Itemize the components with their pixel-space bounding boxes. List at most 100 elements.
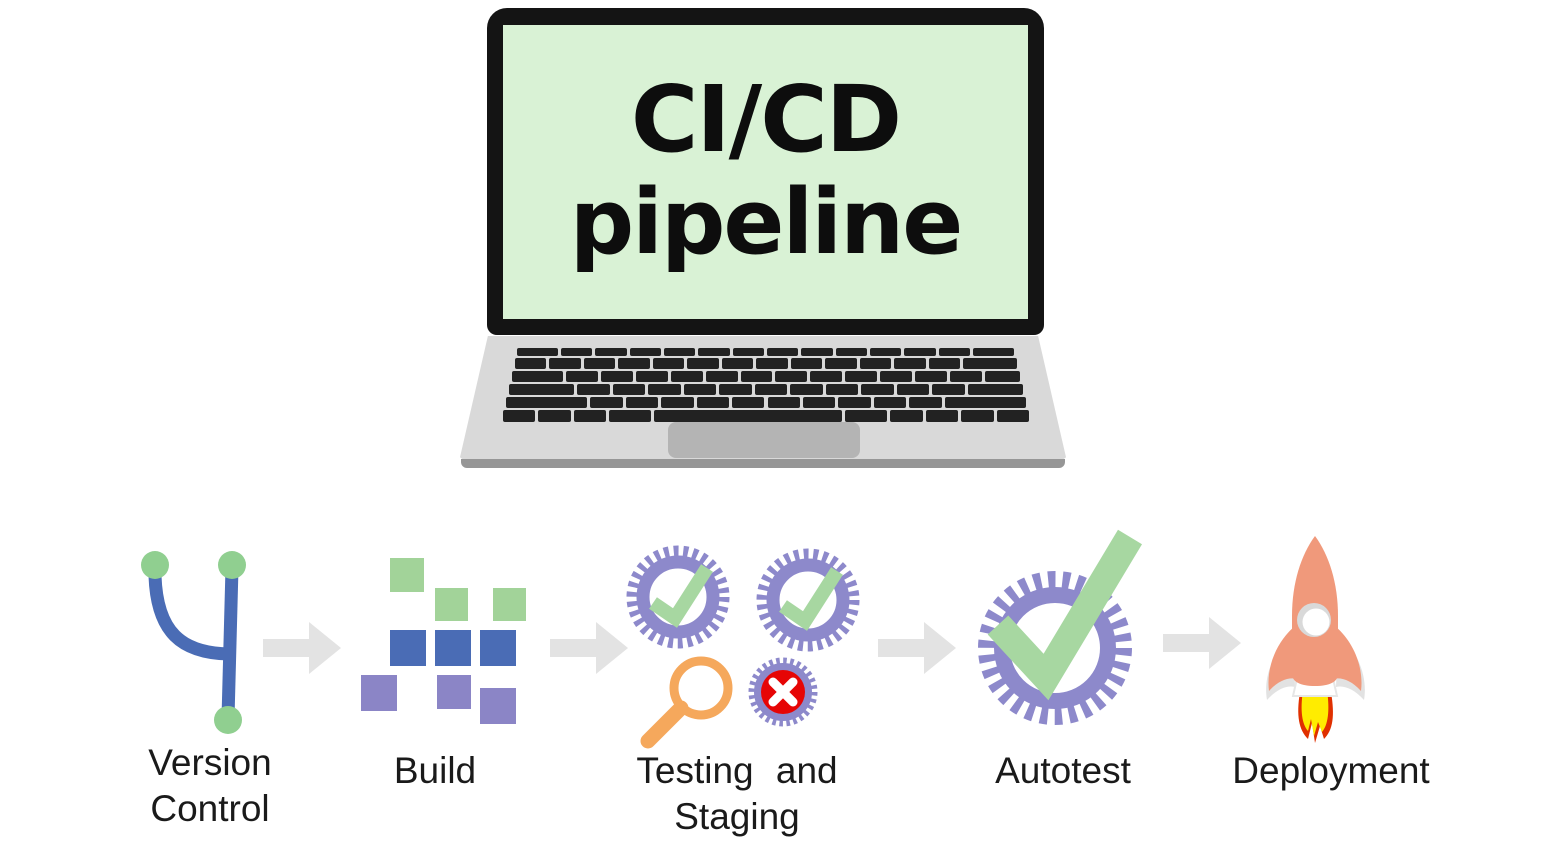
keyboard-key bbox=[573, 410, 607, 422]
build-block bbox=[390, 558, 424, 592]
build-block bbox=[435, 630, 471, 666]
laptop-trackpad bbox=[668, 422, 860, 458]
keyboard-key bbox=[512, 371, 564, 382]
keyboard-key bbox=[880, 371, 913, 382]
build-block bbox=[435, 588, 468, 621]
keyboard-key bbox=[721, 358, 754, 369]
keyboard-key bbox=[732, 348, 764, 356]
keyboard-key bbox=[549, 358, 581, 369]
keyboard-key bbox=[894, 358, 926, 369]
keyboard-key bbox=[825, 358, 857, 369]
keyboard-key bbox=[652, 358, 685, 369]
label-line: Autotest bbox=[995, 750, 1131, 791]
keyboard-key bbox=[873, 397, 907, 408]
gear-error-icon bbox=[748, 657, 818, 727]
keyboard-key bbox=[890, 410, 923, 422]
keyboard-key bbox=[861, 384, 894, 395]
keyboard-key bbox=[618, 358, 650, 369]
keyboard-key bbox=[845, 371, 878, 382]
keyboard-key bbox=[683, 384, 717, 395]
build-block bbox=[361, 675, 397, 711]
keyboard-key bbox=[515, 358, 547, 369]
label-line: Version bbox=[148, 742, 272, 783]
keyboard-key bbox=[698, 348, 730, 356]
keyboard-key bbox=[944, 397, 1026, 408]
keyboard-key bbox=[996, 410, 1029, 422]
keyboard-key bbox=[896, 384, 930, 395]
keyboard-key bbox=[909, 397, 942, 408]
keyboard-key bbox=[663, 348, 696, 356]
keyboard-key bbox=[938, 348, 971, 356]
magnifier-icon bbox=[640, 656, 733, 749]
keyboard-key bbox=[560, 348, 593, 356]
keyboard-key bbox=[932, 384, 965, 395]
keyboard-key bbox=[767, 397, 800, 408]
keyboard-key bbox=[583, 358, 616, 369]
keyboard-key bbox=[790, 384, 823, 395]
build-block bbox=[493, 588, 526, 621]
gear-check-icon bbox=[626, 545, 730, 649]
keyboard-key bbox=[973, 348, 1014, 356]
keyboard-key bbox=[984, 371, 1020, 382]
right-arrow-icon bbox=[550, 622, 628, 674]
keyboard-key bbox=[648, 384, 681, 395]
gear-checkmark-icon bbox=[978, 529, 1143, 725]
keyboard-key bbox=[635, 371, 668, 382]
keyboard-key bbox=[538, 410, 571, 422]
keyboard-key bbox=[719, 384, 752, 395]
keyboard-key bbox=[732, 397, 765, 408]
stage-label-build: Build bbox=[355, 748, 515, 794]
stage-label-autotest: Autotest bbox=[958, 748, 1168, 794]
keyboard-key bbox=[612, 384, 646, 395]
keyboard-key bbox=[802, 397, 836, 408]
keyboard-key bbox=[961, 410, 994, 422]
stage-label-version-control: Version Control bbox=[100, 740, 320, 832]
laptop-foot bbox=[461, 459, 1065, 468]
keyboard-key bbox=[950, 371, 982, 382]
gear-check-icon bbox=[756, 548, 860, 652]
keyboard-key bbox=[566, 371, 598, 382]
keyboard-key bbox=[670, 371, 703, 382]
keyboard-key bbox=[503, 410, 536, 422]
keyboard-key bbox=[925, 410, 959, 422]
keyboard-key bbox=[625, 397, 659, 408]
keyboard-key bbox=[609, 410, 652, 422]
build-block bbox=[437, 675, 471, 709]
keyboard-key bbox=[928, 358, 961, 369]
build-block bbox=[390, 630, 426, 666]
keyboard-key bbox=[754, 384, 788, 395]
screen-title-line2: pipeline bbox=[569, 169, 964, 275]
keyboard-key bbox=[517, 348, 558, 356]
build-block bbox=[480, 688, 516, 724]
keyboard-key bbox=[577, 384, 610, 395]
keyboard-key bbox=[767, 348, 799, 356]
label-line: Control bbox=[150, 788, 270, 829]
rocket-icon bbox=[1266, 536, 1365, 743]
keyboard-key bbox=[687, 358, 719, 369]
keyboard-key bbox=[661, 397, 694, 408]
keyboard-key bbox=[835, 348, 868, 356]
keyboard-key bbox=[654, 410, 843, 422]
keyboard-key bbox=[845, 410, 888, 422]
keyboard-key bbox=[801, 348, 833, 356]
keyboard-key bbox=[629, 348, 661, 356]
keyboard-key bbox=[859, 358, 892, 369]
keyboard-key bbox=[915, 371, 947, 382]
label-line: Testing and bbox=[636, 750, 838, 791]
keyboard-key bbox=[870, 348, 902, 356]
laptop-screen: CI/CD pipeline bbox=[503, 25, 1028, 319]
build-block bbox=[480, 630, 516, 666]
keyboard-key bbox=[963, 358, 1017, 369]
keyboard-key bbox=[705, 371, 738, 382]
keyboard-key bbox=[509, 384, 575, 395]
keyboard-key bbox=[904, 348, 936, 356]
stage-label-deployment: Deployment bbox=[1212, 748, 1450, 794]
keyboard-key bbox=[590, 397, 623, 408]
build-blocks-icon bbox=[355, 550, 535, 730]
stage-label-testing-staging: Testing and Staging bbox=[592, 748, 882, 840]
right-arrow-icon bbox=[263, 622, 341, 674]
keyboard-key bbox=[740, 371, 773, 382]
keyboard-key bbox=[967, 384, 1023, 395]
git-branch-icon bbox=[141, 551, 246, 734]
screen-title-line1: CI/CD bbox=[630, 65, 902, 173]
